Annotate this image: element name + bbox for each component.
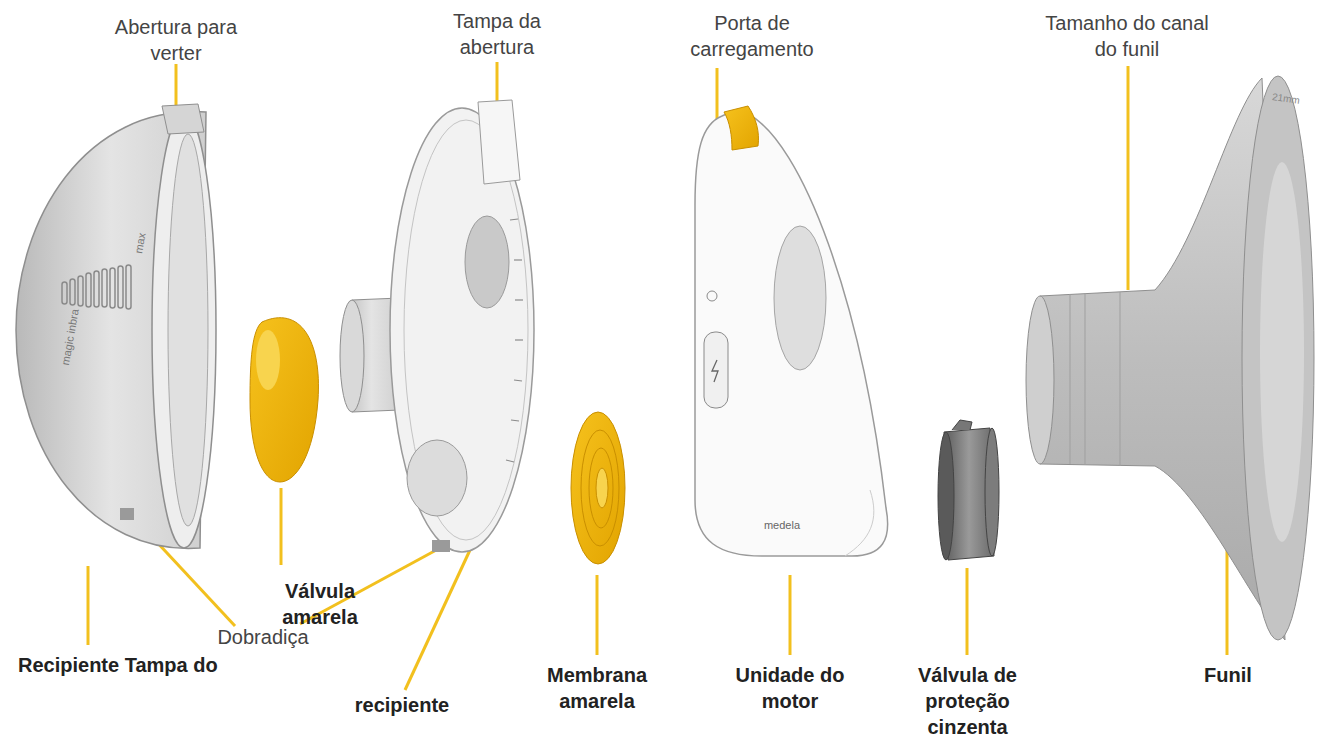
part-label: Tampa da abertura bbox=[427, 8, 567, 60]
yellow-valve bbox=[250, 318, 318, 482]
grey-protection-valve bbox=[938, 420, 999, 560]
part-label: recipiente bbox=[332, 692, 472, 718]
size-mark: 21mm bbox=[1265, 89, 1306, 107]
scale-mark: max bbox=[129, 222, 150, 264]
motor-unit bbox=[695, 106, 888, 556]
funnel bbox=[1026, 76, 1314, 640]
part-label: Unidade do motor bbox=[720, 662, 860, 714]
brand-mark: medela bbox=[752, 518, 812, 532]
part-label: Membrana amarela bbox=[527, 662, 667, 714]
yellow-membrane bbox=[571, 412, 625, 564]
part-label: Tamanho do canal do funil bbox=[1037, 10, 1217, 62]
part-label: Dobradiça bbox=[203, 624, 323, 650]
part-label: Porta de carregamento bbox=[662, 10, 842, 62]
part-label: Válvula amarela bbox=[250, 578, 390, 630]
part-label: Recipiente Tampa do bbox=[18, 652, 318, 678]
part-label: Abertura para verter bbox=[96, 14, 256, 66]
container-shell bbox=[16, 104, 216, 548]
part-label: Válvula de proteção cinzenta bbox=[905, 662, 1030, 740]
brand-mark: magic inbra bbox=[54, 287, 85, 388]
container-lid bbox=[340, 100, 534, 552]
part-label: Funil bbox=[1183, 662, 1273, 688]
